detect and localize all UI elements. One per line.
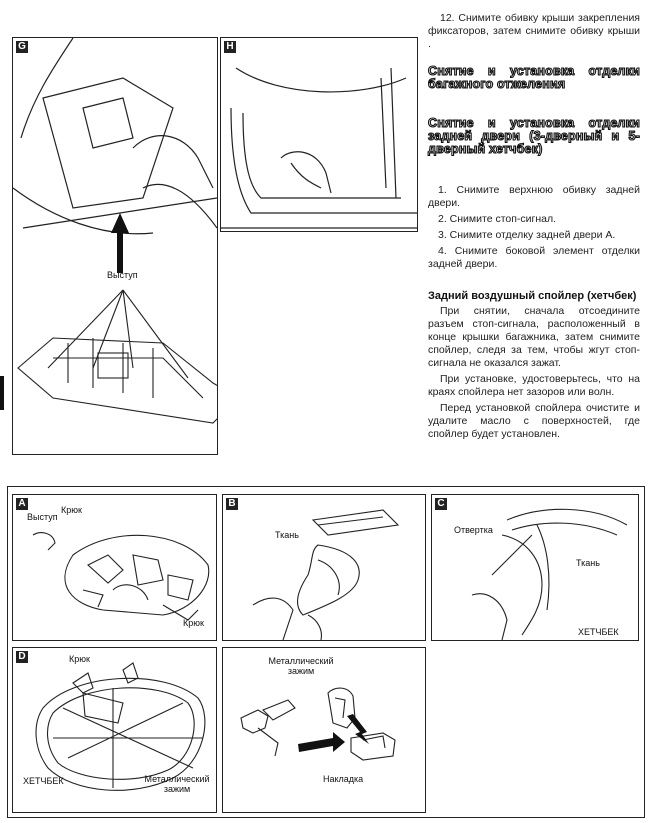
page-edge-marker: [0, 376, 4, 410]
step-12: 12. Снимите обивку крыши закрепления фик…: [428, 12, 640, 50]
figure-h-drawing: [221, 67, 417, 229]
callout-vystup-g: Выступ: [107, 270, 138, 280]
figure-label-b: B: [226, 498, 238, 510]
figure-a: A Выступ Крюк Крюк: [12, 494, 217, 641]
figure-g: G Выступ: [12, 37, 218, 455]
figure-label-h: H: [224, 41, 236, 53]
step-3: 3. Снимите отделку задней двери А.: [438, 229, 616, 241]
figure-d: D Крюк ХЕТЧБЕК Металлический зажим: [12, 647, 217, 813]
figure-g-drawing: [13, 38, 217, 424]
figure-e-drawing: [240, 687, 396, 761]
callout-kryuk-d: Крюк: [69, 654, 90, 664]
figure-label-g: G: [16, 41, 28, 53]
figure-c-drawing: [471, 508, 628, 640]
callout-otvertka-c: Отвертка: [454, 525, 493, 535]
lower-figures-frame: [7, 486, 645, 818]
callout-metal-clip-e: Металлический зажим: [268, 656, 334, 676]
figure-c: C Отвертка Ткань ХЕТЧБЕК: [431, 494, 639, 641]
callout-hetchbek-c: ХЕТЧБЕК: [578, 627, 619, 637]
step-1: 1. Снимите верхнюю обивку задней двери.: [428, 184, 640, 209]
paragraph-removal: При снятии, сначала отсоедините разъем с…: [428, 305, 640, 369]
figure-label-a: A: [16, 498, 28, 510]
figure-h: H: [220, 37, 418, 232]
callout-nakladka-e: Накладка: [323, 774, 364, 784]
figure-label-c: C: [435, 498, 447, 510]
heading-rear-door: Снятие и установка отделки задней двери …: [427, 116, 640, 156]
figure-b-drawing: [252, 509, 400, 640]
figure-b: B Ткань: [222, 494, 426, 641]
heading-cargo-trim: Снятие и установка отделки багажного отж…: [427, 64, 640, 91]
callout-kryuk-a1: Крюк: [61, 505, 82, 515]
paragraph-install: При установке, удостоверьтесь, что на кр…: [428, 373, 640, 398]
text-column: 12. Снимите обивку крыши закрепления фик…: [428, 12, 640, 51]
heading-cargo: Снятие и установка отделки багажного отж…: [427, 64, 640, 91]
subheading-spoiler: Задний воздушный спойлер (хетчбек): [428, 290, 637, 302]
callout-hetchbek-d: ХЕТЧБЕК: [23, 776, 64, 786]
figure-label-d: D: [16, 651, 28, 663]
figure-a-drawing: [32, 532, 210, 621]
spoiler-section: Задний воздушный спойлер (хетчбек) При с…: [428, 290, 640, 441]
callout-kryuk-a2: Крюк: [183, 618, 204, 628]
callout-vystup-a: Выступ: [27, 512, 58, 522]
callout-tkan-b: Ткань: [275, 530, 299, 540]
callout-metal-clip-d: Металлический зажим: [144, 774, 210, 794]
figure-d-drawing: [35, 662, 206, 791]
callout-tkan-c: Ткань: [576, 558, 600, 568]
paragraph-clean: Перед установкой спойлера очистите и уда…: [428, 402, 640, 440]
step-2: 2. Снимите стоп-сигнал.: [438, 213, 557, 225]
steps-list: 1. Снимите верхнюю обивку задней двери. …: [428, 184, 640, 271]
step-4: 4. Снимите боковой элемент отделки задне…: [428, 245, 640, 270]
figure-e: Металлический зажим Накладка: [222, 647, 426, 813]
heading-rear-door-trim: Снятие и установка отделки задней двери …: [427, 116, 640, 156]
